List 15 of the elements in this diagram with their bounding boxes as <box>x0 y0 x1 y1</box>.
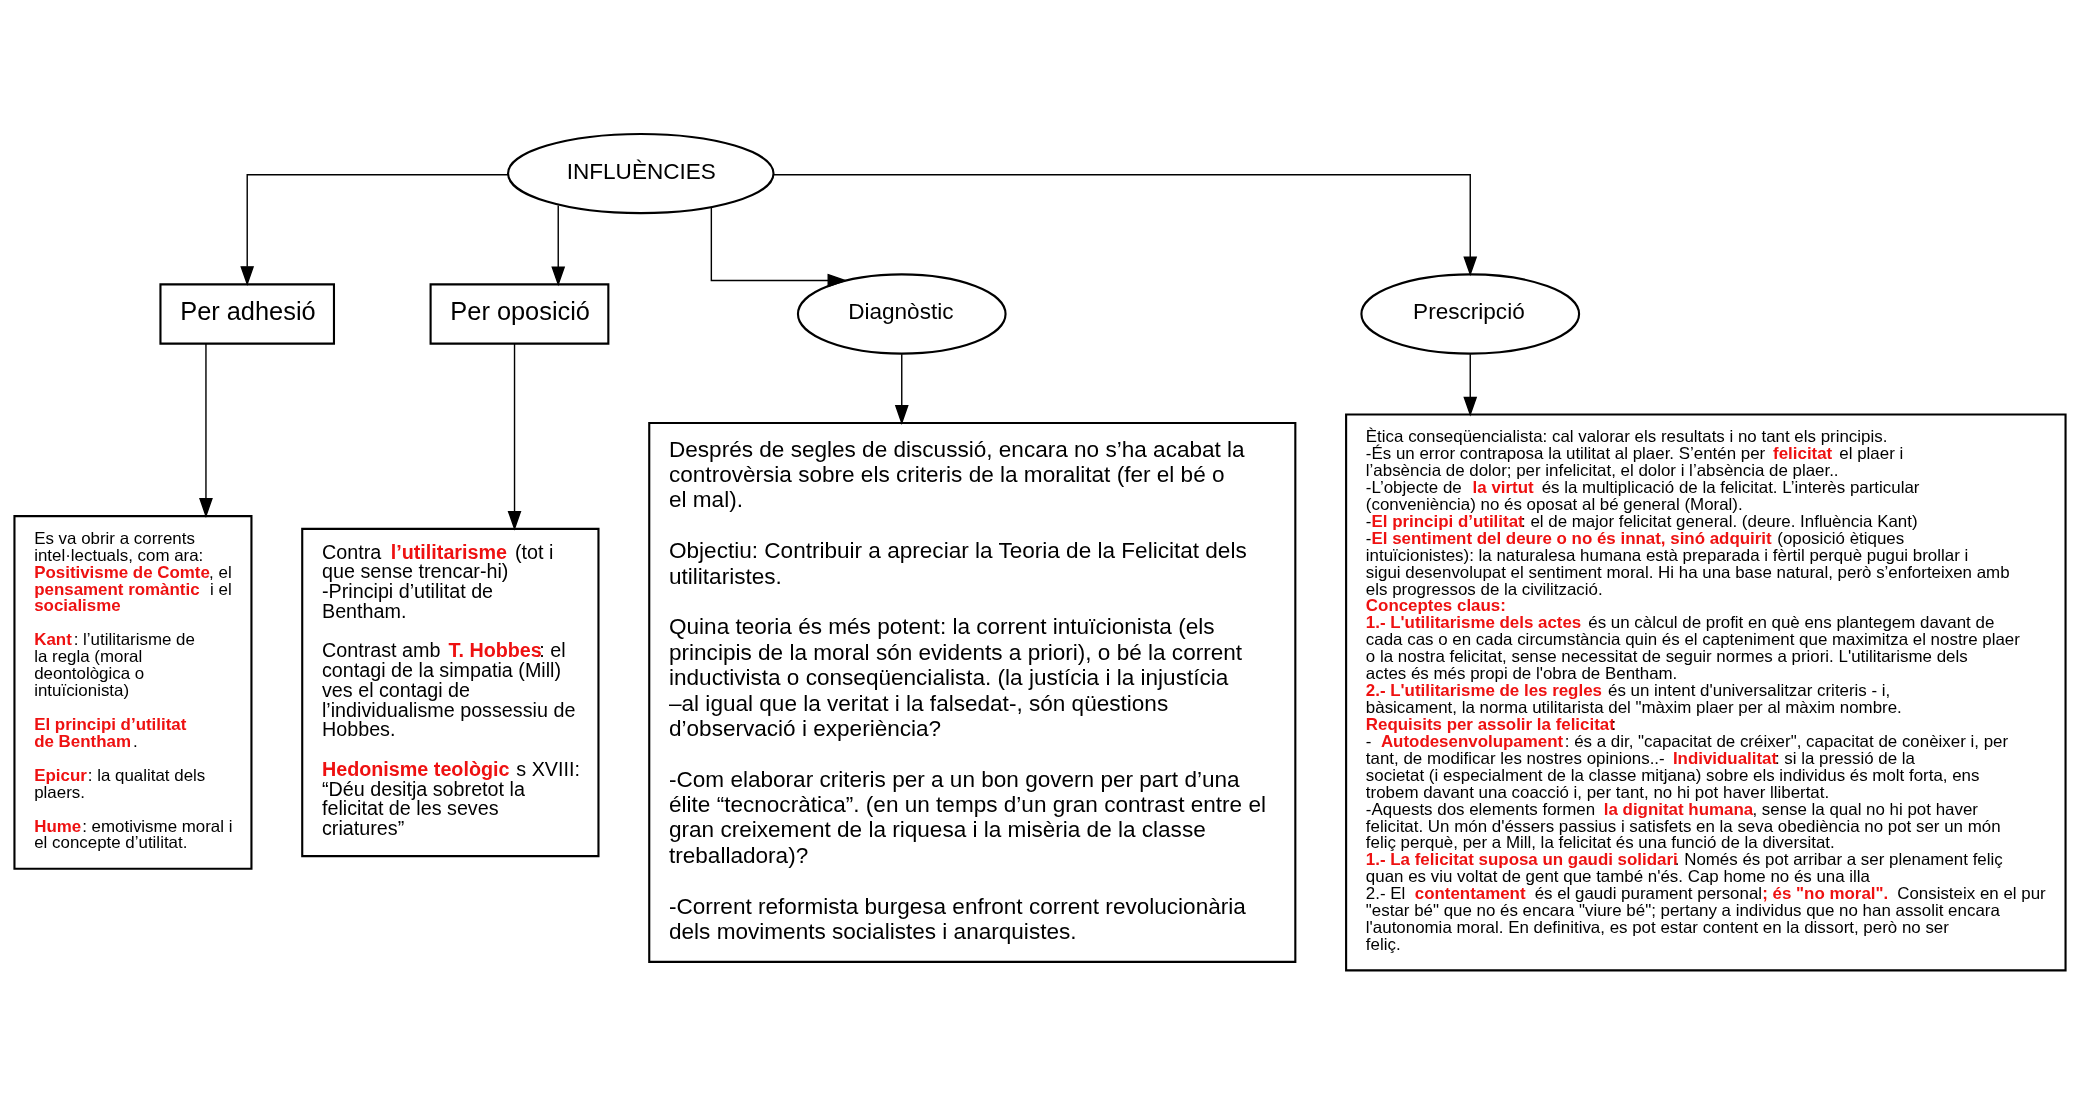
arrow <box>240 173 509 286</box>
arrow <box>772 173 1478 276</box>
arrow <box>710 206 848 287</box>
node-ellipse: INFLUÈNCIES <box>507 132 775 214</box>
node-ellipse: Prescripció <box>1360 272 1581 355</box>
arrow <box>199 342 213 518</box>
node-box: Per adhesió <box>159 282 336 345</box>
arrow <box>894 352 909 425</box>
node-box: Es va obrir a corrents intel·lectuals, com ara: Positivisme de Comte, el pensament romàntic i el socialisme Kant: l’utilitarisme de la regla (moral deontològica o intuïcionista) El principi d’utilitat de Bentham. Epicur: la qualitat dels plaers. Hume: emotivisme moral i el concepte d’utilitat. <box>13 514 253 870</box>
arrow <box>1463 352 1478 416</box>
node-box: Després de segles de discussió, encara no s’ha acabat la controvèrsia sobre els criteris de la moralitat (fer el bé o el mal). Objectiu: Contribuir a apreciar la Teoria de la Felicitat dels utilitaristes. Quina teoria és més potent: la corrent intuïcionista (els principis de la moral són evidents a priori), o bé la corrent inductivista o conseqüencialista. (la justícia i la injustícia –al igual que la veritat i la falsedat-, són qüestions d’observació i experiència? -Com elaborar criteris per a un bon govern per part d’una élite “tecnocràtica”. (en un temps d’un gran contrast entre el gran creixement de la riquesa i la misèria de la classe treballadora)? -Corrent reformista burgesa enfront corrent revolucionària dels moviments socialistes i anarquistes. <box>648 421 1297 963</box>
node-box: Per oposició <box>429 282 610 345</box>
arrow <box>507 342 522 531</box>
arrow <box>551 204 566 286</box>
node-box: Contra l’utilitarisme (tot i que sense trencar-hi) -Principi d’utilitat de Bentham. Contrast amb T. Hobbes: el contagi de la simpatia (Mill) ves el contagi de l’individualisme possessiu de Hobbes. Hedonisme teològic s XVIII: “Déu desitja sobretot la felicitat de les seves criatures” <box>301 527 600 857</box>
